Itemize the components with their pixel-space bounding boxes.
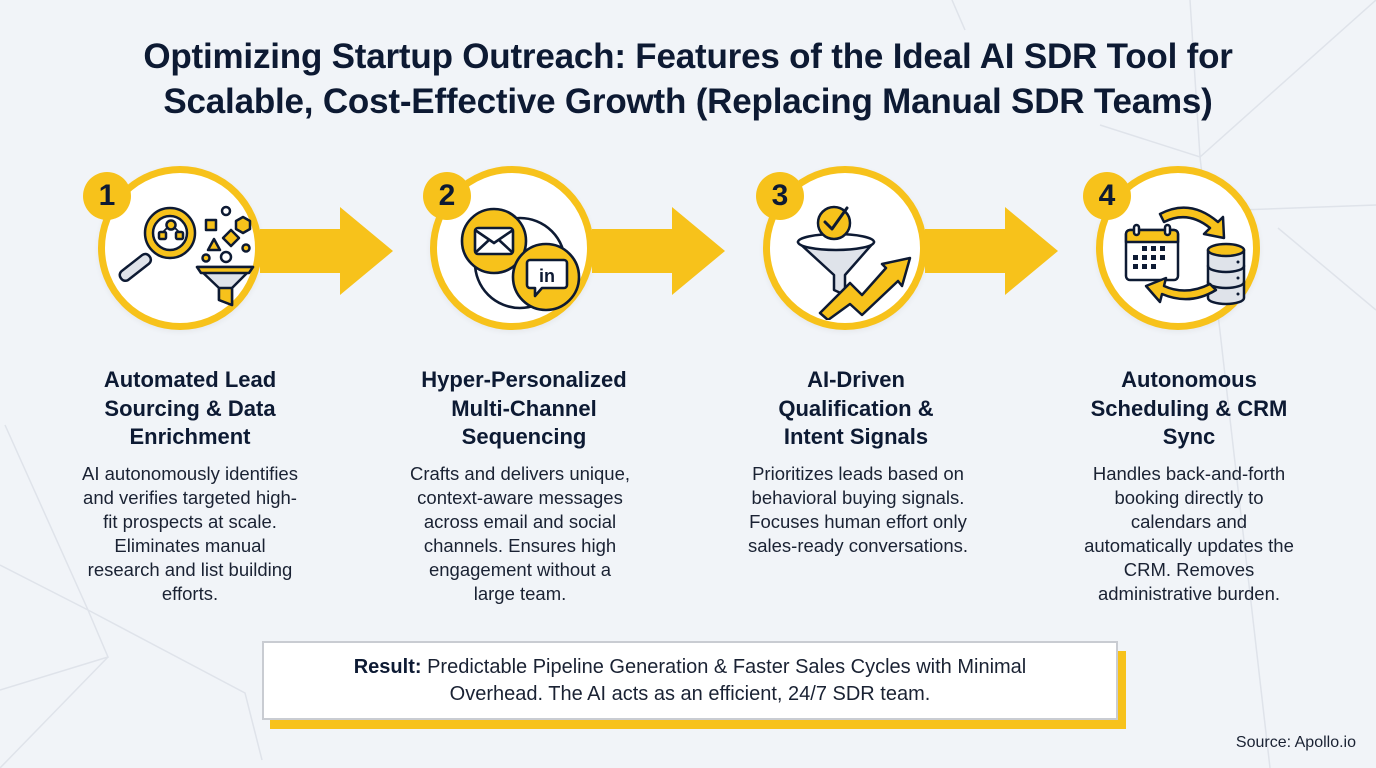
magnifier-funnel-icon <box>118 205 255 307</box>
step-number-badge: 4 <box>1083 172 1131 220</box>
arrow-right-icon <box>592 207 725 295</box>
source-credit: Source: Apollo.io <box>1235 734 1356 751</box>
title-line-2: Scalable, Cost-Effective Growth (Replaci… <box>163 82 1213 121</box>
step-title: Automated Lead Sourcing & Data Enrichmen… <box>103 367 277 449</box>
result-text: Result: Predictable Pipeline Generation … <box>353 655 1027 705</box>
email-linkedin-icon: in <box>460 207 581 312</box>
step-description: Handles back-and-forth booking directly … <box>1084 463 1294 604</box>
arrow-right-icon <box>925 207 1058 295</box>
step-description: AI autonomously identifies and verifies … <box>82 463 298 604</box>
page-title: Optimizing Startup Outreach: Features of… <box>0 34 1376 124</box>
step-title: Autonomous Scheduling & CRM Sync <box>1090 367 1288 449</box>
funnel-check-growth-icon <box>796 205 912 320</box>
step-description: Prioritizes leads based on behavioral bu… <box>747 463 969 556</box>
title-line-1: Optimizing Startup Outreach: Features of… <box>143 37 1233 76</box>
arrow-right-icon <box>260 207 393 295</box>
calendar-database-sync-icon <box>1124 206 1246 306</box>
step-number-badge: 2 <box>423 172 471 220</box>
step-title: AI-Driven Qualification & Intent Signals <box>778 367 934 449</box>
svg-text:in: in <box>539 266 555 286</box>
result-box: Result: Predictable Pipeline Generation … <box>262 641 1118 720</box>
step-number-badge: 3 <box>756 172 804 220</box>
step-number-badge: 1 <box>83 172 131 220</box>
result-label: Result: <box>353 655 422 678</box>
step-title: Hyper-Personalized Multi-Channel Sequenc… <box>421 367 627 449</box>
step-description: Crafts and delivers unique, context-awar… <box>409 463 631 604</box>
